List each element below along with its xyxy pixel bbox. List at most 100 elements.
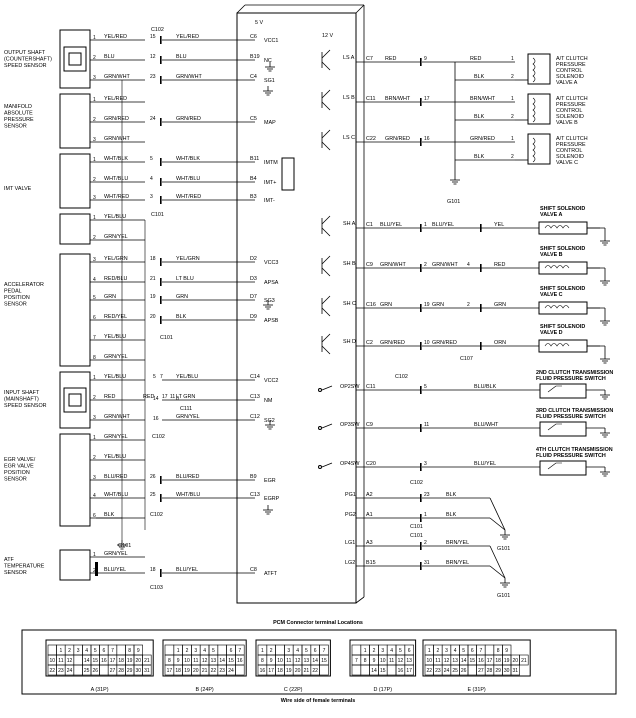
terminal-number: 22: [427, 668, 433, 674]
pcm-input-signal: OP4SW: [340, 461, 360, 467]
connector-pin-number: 15: [150, 34, 156, 40]
imt-driver-box: [281, 157, 295, 191]
wire-color-label: WHT/RED: [104, 194, 129, 200]
terminal-number: 9: [137, 648, 140, 654]
sensor-pin-number: 3: [93, 75, 96, 81]
terminal-number: 9: [373, 658, 376, 664]
wire-color-label: YEL/GRN: [104, 256, 128, 262]
terminal-number: 27: [478, 668, 484, 674]
terminal-number: 16: [237, 658, 243, 664]
connector-label: C101: [410, 533, 423, 539]
connector-pin-number: 26: [150, 474, 156, 480]
pcm-terminal-label: B11: [250, 156, 259, 162]
transistor-collector: [321, 49, 331, 59]
sensor-label-egr: SENSOR: [4, 477, 27, 483]
pcm-output-signal: SH A: [343, 221, 356, 227]
terminal-number: 2: [186, 648, 189, 654]
terminal-number: 7: [480, 648, 483, 654]
connector-pin-number: 4: [467, 262, 470, 268]
terminal-number: 5: [212, 648, 215, 654]
switch-arm: [321, 423, 333, 429]
wire-color-label: GRN/YEL: [104, 234, 128, 240]
terminal-number: 12: [444, 658, 450, 664]
pcm-signal-label: VCC2: [264, 378, 278, 384]
connector-label: G101: [497, 593, 510, 599]
sensor-label-egr: EGR VALVE/: [4, 457, 36, 463]
sensor-box: [59, 213, 91, 245]
ground-lead: [489, 545, 506, 579]
terminal-number: 7: [111, 648, 114, 654]
pcm-terminal-label: C7: [366, 56, 373, 62]
sensor-pin-number: 6: [93, 315, 96, 321]
connector-terminal: [160, 494, 162, 502]
wire-color-label: GRN/WHT: [380, 262, 406, 268]
terminal-number: 8: [497, 648, 500, 654]
pcm-terminal-label: D9: [250, 314, 257, 320]
wire-color-label: YEL/RED: [104, 96, 127, 102]
wire-color-label: ORN: [494, 340, 506, 346]
wire-color-label: BLK: [474, 154, 485, 160]
terminal-number: 5: [399, 648, 402, 654]
coil-icon-inner: [68, 393, 82, 407]
pcm-ground-signal: PG2: [345, 512, 356, 518]
coil-winding: [544, 343, 570, 347]
switch-arm: [321, 462, 333, 468]
terminal-number: 15: [93, 658, 99, 664]
sensor-label-map: SENSOR: [4, 124, 27, 130]
sensor-pin-number: 6: [93, 513, 96, 519]
device-label: PRESSURE: [556, 142, 586, 148]
sensor-pin-number: 1: [93, 157, 96, 163]
terminal-number: 4: [454, 648, 457, 654]
terminal-number: 26: [461, 668, 467, 674]
sensor-pin-number: 2: [93, 55, 96, 61]
terminal-number: 17: [268, 668, 274, 674]
transistor-collector: [321, 215, 331, 225]
sensor-label-oss: OUTPUT SHAFT: [4, 50, 46, 56]
connector-label: C111: [180, 406, 192, 412]
device-pin-number: 2: [511, 114, 514, 120]
sensor-label-egr: EGR VALVE: [4, 464, 34, 470]
connector-pin-number: 20: [150, 314, 156, 320]
terminal-number: 14: [84, 658, 90, 664]
wire-color-label: BLU/YEL: [432, 222, 454, 228]
terminal-number: 14: [371, 668, 377, 674]
device-label: VALVE D: [540, 330, 563, 336]
terminal-number: 24: [228, 668, 234, 674]
sensor-label-iss: (MAINSHAFT): [4, 397, 39, 403]
terminal-number: 9: [505, 648, 508, 654]
connector-pin-number: 19: [150, 294, 156, 300]
wire-color-label: BLU/YEL: [104, 567, 126, 573]
terminal-number: 2: [373, 648, 376, 654]
pcm-terminal-label: C16: [366, 302, 376, 308]
pcm-signal-label: SG2: [264, 418, 275, 424]
wire-color-label: GRN/YEL: [176, 414, 200, 420]
connector-pin-number: 24: [150, 116, 156, 122]
sensor-pin-number: 2: [93, 568, 96, 574]
pcm-signal-label: SG3: [264, 298, 275, 304]
terminal-number: 31: [144, 668, 150, 674]
terminal-number: 8: [168, 658, 171, 664]
pcm-signal-label: ATFT: [264, 571, 278, 577]
transistor-collector: [321, 295, 331, 305]
pcm-terminal-label: B4: [250, 176, 257, 182]
pcm-terminal-label: A1: [366, 512, 373, 518]
pcm-terminal-label: C6: [250, 34, 257, 40]
pcm-terminal-label: B3: [250, 194, 257, 200]
wire-color-label: GRN/WHT: [176, 74, 202, 80]
connector-pin-number: 17: [424, 96, 430, 102]
wire-color-label: RED: [470, 56, 481, 62]
wire-color-label: BLU/YEL: [474, 461, 496, 467]
connector-name: C (22P): [284, 687, 303, 693]
wire-color-label: GRN/WHT: [104, 414, 130, 420]
transistor-emitter: [321, 227, 331, 237]
terminal-cell: [142, 664, 152, 676]
pcm-input-signal: OP2SW: [340, 384, 360, 390]
sensor-pin-number: 4: [93, 277, 96, 283]
connector-pin-number: 18: [150, 567, 156, 573]
wire-color-label: GRN/RED: [104, 116, 129, 122]
device-label: SHIFT SOLENOID: [540, 324, 585, 330]
terminal-number: 6: [103, 648, 106, 654]
pcm-5v-label: 5 V: [255, 20, 263, 26]
pcm-terminal-label: C14: [250, 374, 260, 380]
sensor-box: [59, 549, 91, 581]
